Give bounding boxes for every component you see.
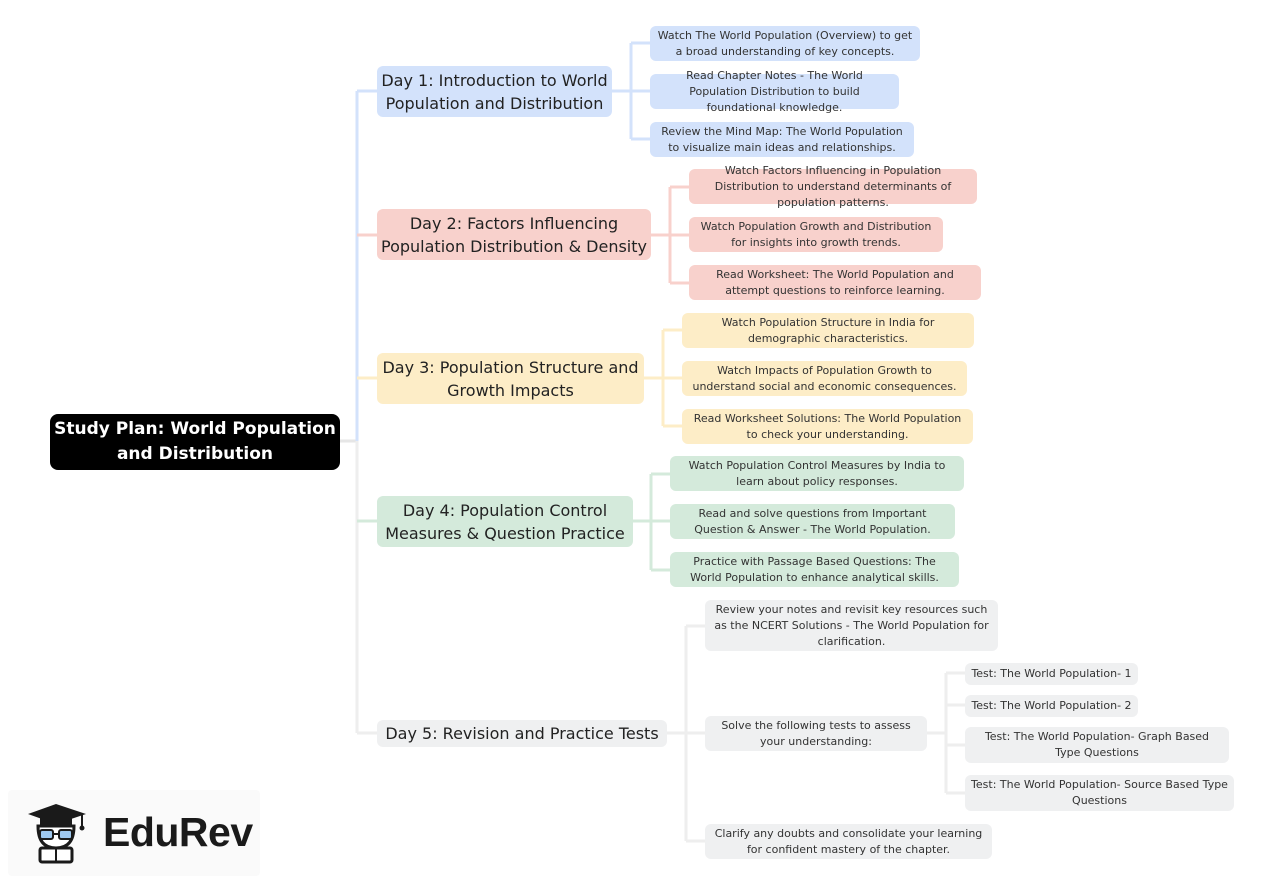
day-2-task-2: Watch Population Growth and Distribution… [689, 217, 943, 252]
day-4-task-3: Practice with Passage Based Questions: T… [670, 552, 959, 587]
day-4-label: Day 4: Population Control Measures & Que… [385, 500, 625, 543]
day-5-node: Day 5: Revision and Practice Tests [377, 720, 667, 747]
test-item-1-text: Test: The World Population- 1 [971, 667, 1132, 680]
day-3-task-3-text: Read Worksheet Solutions: The World Popu… [693, 411, 962, 441]
root-title-text: Study Plan: World Population and Distrib… [54, 419, 336, 464]
test-item-2: Test: The World Population- 2 [965, 695, 1138, 717]
day-5-task-2-text: Solve the following tests to assess your… [721, 718, 911, 748]
day-3-node: Day 3: Population Structure and Growth I… [377, 353, 644, 404]
day-2-task-1-text: Watch Factors Influencing in Population … [714, 163, 952, 209]
day-5-task-3-text: Clarify any doubts and consolidate your … [714, 826, 983, 856]
test-item-4-text: Test: The World Population- Source Based… [971, 778, 1228, 807]
day-3-task-1: Watch Population Structure in India for … [682, 313, 974, 348]
day-4-task-3-text: Practice with Passage Based Questions: T… [690, 554, 939, 584]
test-item-3-text: Test: The World Population- Graph Based … [984, 730, 1210, 759]
day-2-task-3: Read Worksheet: The World Population and… [689, 265, 981, 300]
test-item-2-text: Test: The World Population- 2 [971, 699, 1132, 712]
day-2-task-1: Watch Factors Influencing in Population … [689, 164, 977, 209]
graduation-cap-student-icon [28, 804, 86, 864]
day-1-label: Day 1: Introduction to World Population … [381, 70, 608, 113]
day-5-task-3: Clarify any doubts and consolidate your … [705, 824, 992, 859]
day-5-task-1: Review your notes and revisit key resour… [705, 600, 998, 651]
day-3-task-2: Watch Impacts of Population Growth to un… [682, 361, 967, 396]
day-1-task-3-text: Review the Mind Map: The World Populatio… [661, 124, 903, 154]
day-4-task-1: Watch Population Control Measures by Ind… [670, 456, 964, 491]
day-4-task-2: Read and solve questions from Important … [670, 504, 955, 539]
day-2-label: Day 2: Factors Influencing Population Di… [381, 213, 647, 256]
day-1-task-3: Review the Mind Map: The World Populatio… [650, 122, 914, 157]
day-2-node: Day 2: Factors Influencing Population Di… [377, 209, 651, 260]
day-4-node: Day 4: Population Control Measures & Que… [377, 496, 633, 547]
day-2-task-2-text: Watch Population Growth and Distribution… [700, 219, 932, 249]
edurev-logo: EduRev [8, 790, 260, 876]
day-1-task-2-text: Read Chapter Notes - The World Populatio… [686, 68, 863, 114]
day-5-task-1-text: Review your notes and revisit key resour… [714, 602, 989, 648]
day-5-task-2: Solve the following tests to assess your… [705, 716, 927, 751]
day-1-node: Day 1: Introduction to World Population … [377, 66, 612, 117]
day-1-task-1-text: Watch The World Population (Overview) to… [657, 28, 913, 58]
day-1-task-1: Watch The World Population (Overview) to… [650, 26, 920, 61]
day-3-task-3: Read Worksheet Solutions: The World Popu… [682, 409, 973, 444]
day-3-label: Day 3: Population Structure and Growth I… [382, 357, 639, 400]
day-4-task-1-text: Watch Population Control Measures by Ind… [688, 458, 946, 488]
day-2-task-3-text: Read Worksheet: The World Population and… [716, 267, 954, 297]
test-item-3: Test: The World Population- Graph Based … [965, 727, 1229, 763]
day-1-task-2: Read Chapter Notes - The World Populatio… [650, 69, 899, 114]
test-item-1: Test: The World Population- 1 [965, 663, 1138, 685]
root-title: Study Plan: World Population and Distrib… [50, 414, 340, 470]
day-3-task-2-text: Watch Impacts of Population Growth to un… [692, 363, 957, 393]
day-3-task-1-text: Watch Population Structure in India for … [721, 315, 935, 345]
logo-text: EduRev [103, 809, 253, 855]
day-4-task-2-text: Read and solve questions from Important … [694, 506, 931, 536]
day-5-label: Day 5: Revision and Practice Tests [385, 724, 659, 743]
test-item-4: Test: The World Population- Source Based… [965, 775, 1234, 811]
